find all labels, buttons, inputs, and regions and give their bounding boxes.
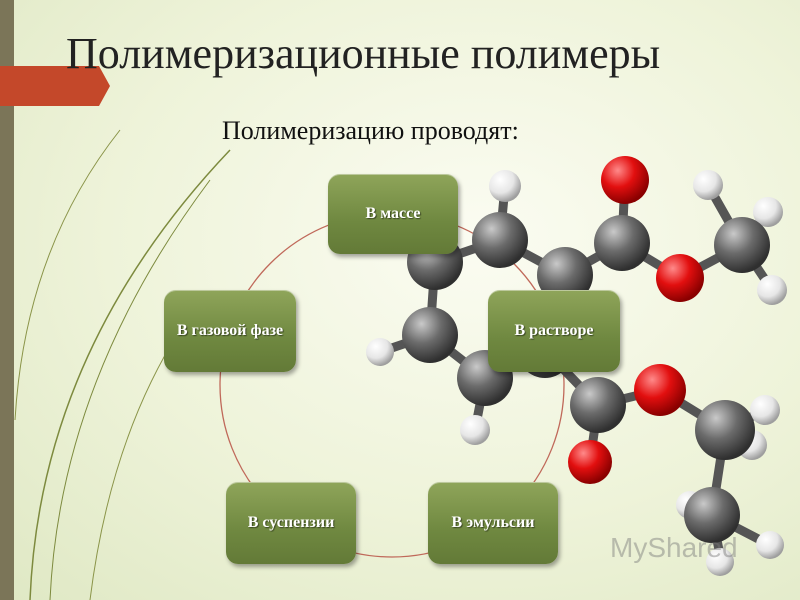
node-gas-phase[interactable]: В газовой фазе [164, 290, 296, 372]
node-suspension[interactable]: В суспензии [226, 482, 356, 564]
slide-title: Полимеризационные полимеры [66, 29, 661, 78]
title-accent-tab [0, 66, 110, 106]
node-solution[interactable]: В растворе [488, 290, 620, 372]
watermark-logo: MyShared [610, 532, 738, 563]
left-decor-bar [0, 0, 14, 600]
node-emulsion[interactable]: В эмульсии [428, 482, 558, 564]
node-bulk[interactable]: В массе [328, 174, 458, 254]
slide-subtitle: Полимеризацию проводят: [222, 116, 519, 145]
